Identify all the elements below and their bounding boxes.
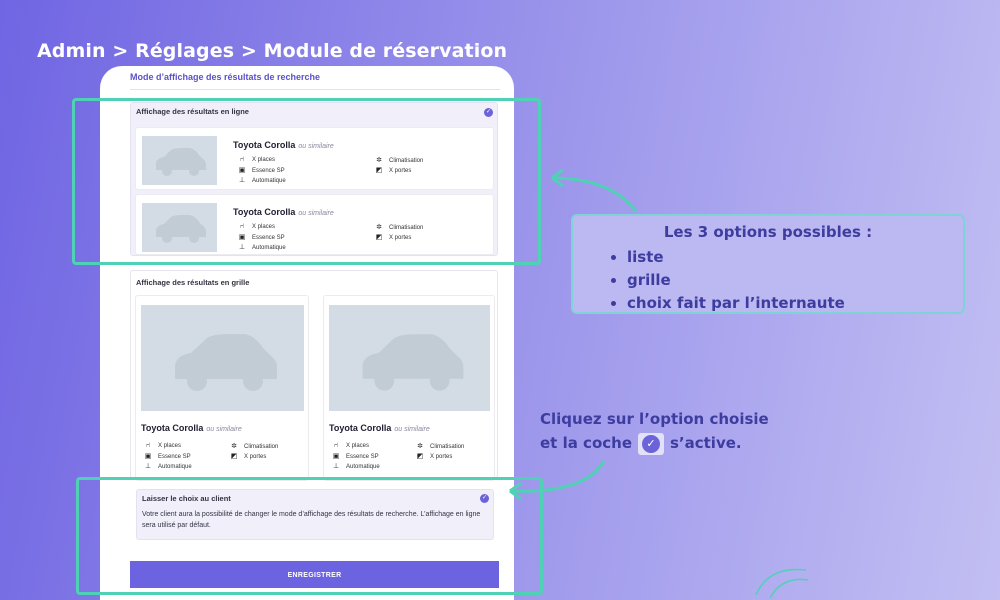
fuel-pump-icon: ▣ xyxy=(238,234,246,241)
option-list-label: Affichage des résultats en ligne xyxy=(136,107,249,116)
spec-ac: ✲Climatisation xyxy=(229,442,278,450)
spec-ac: ✲Climatisation xyxy=(374,223,423,231)
option-grid-label: Affichage des résultats en grille xyxy=(136,278,250,287)
car-image-placeholder xyxy=(141,305,304,411)
car-image-placeholder xyxy=(142,136,217,185)
car-door-icon: ◩ xyxy=(375,167,383,174)
fuel-pump-icon: ▣ xyxy=(238,167,246,174)
seat-icon: ⑁ xyxy=(145,442,151,449)
callout-item: grille xyxy=(627,269,845,292)
callout-title: Les 3 options possibles : xyxy=(663,223,873,241)
option-client-description: Votre client aura la possibilité de chan… xyxy=(142,511,481,529)
spec-seats: ⑁X places xyxy=(331,442,369,449)
fan-icon: ✲ xyxy=(231,443,237,450)
seat-icon: ⑁ xyxy=(333,442,339,449)
note-line-1: Cliquez sur l’option choisie xyxy=(540,410,769,428)
spec-gearbox: ⊥Automatique xyxy=(332,463,380,470)
note-line-2: et la coche✓s’active. xyxy=(540,431,769,455)
spec-seats: ⑁X places xyxy=(237,156,275,163)
option-grid-display[interactable]: Affichage des résultats en grille Toyota… xyxy=(130,270,498,481)
seat-icon: ⑁ xyxy=(239,156,245,163)
option-client-label: Laisser le choix au client xyxy=(142,494,231,503)
spec-ac: ✲Climatisation xyxy=(374,156,423,164)
check-circle-icon: ✓ xyxy=(484,108,493,117)
highlight-box-list xyxy=(72,98,541,265)
spec-fuel: ▣Essence SP xyxy=(238,167,285,174)
fan-icon: ✲ xyxy=(376,157,382,164)
spec-fuel: ▣Essence SP xyxy=(238,234,285,241)
fan-icon: ✲ xyxy=(417,443,423,450)
highlight-box-client xyxy=(76,477,543,595)
callout-list: liste grille choix fait par l’internaute xyxy=(607,246,845,315)
callout-item: choix fait par l’internaute xyxy=(627,292,845,315)
car-image-placeholder xyxy=(142,203,217,252)
gear-shift-icon: ⊥ xyxy=(144,463,152,470)
divider xyxy=(130,89,500,90)
fuel-pump-icon: ▣ xyxy=(144,453,152,460)
instruction-note: Cliquez sur l’option choisie et la coche… xyxy=(540,407,769,455)
spec-seats: ⑁X places xyxy=(143,442,181,449)
spec-gearbox: ⊥Automatique xyxy=(238,177,286,184)
check-circle-icon: ✓ xyxy=(480,494,489,503)
breadcrumb: Admin > Réglages > Module de réservation xyxy=(37,40,508,62)
options-callout: Les 3 options possibles : liste grille c… xyxy=(571,214,965,314)
check-circle-icon: ✓ xyxy=(638,432,664,455)
car-door-icon: ◩ xyxy=(375,234,383,241)
spec-seats: ⑁X places xyxy=(237,223,275,230)
panel-title: Mode d’affichage des résultats de recher… xyxy=(130,72,321,82)
spec-fuel: ▣Essence SP xyxy=(144,453,191,460)
spec-gearbox: ⊥Automatique xyxy=(238,244,286,251)
gear-shift-icon: ⊥ xyxy=(238,177,246,184)
spec-doors: ◩X portes xyxy=(416,453,453,460)
fan-icon: ✲ xyxy=(376,224,382,231)
seat-icon: ⑁ xyxy=(239,223,245,230)
spec-fuel: ▣Essence SP xyxy=(332,453,379,460)
spec-doors: ◩X portes xyxy=(375,167,412,174)
car-door-icon: ◩ xyxy=(230,453,238,460)
save-button[interactable]: ENREGISTRER xyxy=(130,561,499,588)
car-image-placeholder xyxy=(329,305,490,411)
gear-shift-icon: ⊥ xyxy=(332,463,340,470)
fuel-pump-icon: ▣ xyxy=(332,453,340,460)
spec-doors: ◩X portes xyxy=(375,234,412,241)
gear-shift-icon: ⊥ xyxy=(238,244,246,251)
option-list-display[interactable]: Affichage des résultats en ligne ✓ Toyot… xyxy=(130,102,498,256)
car-door-icon: ◩ xyxy=(416,453,424,460)
callout-item: liste xyxy=(627,246,845,269)
spec-ac: ✲Climatisation xyxy=(415,442,464,450)
option-client-choice[interactable]: Laisser le choix au client ✓ Votre clien… xyxy=(136,489,494,540)
spec-doors: ◩X portes xyxy=(230,453,267,460)
spec-gearbox: ⊥Automatique xyxy=(144,463,192,470)
